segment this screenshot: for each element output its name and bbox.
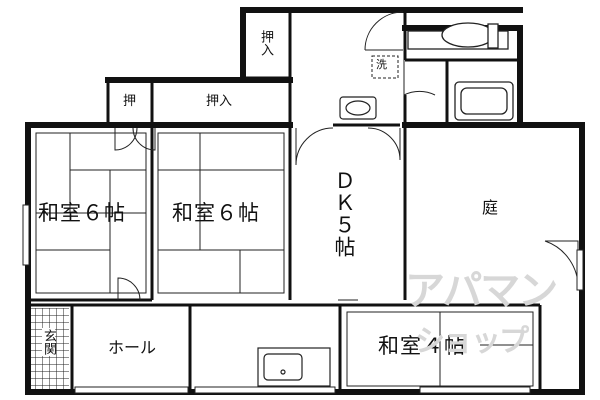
room-label-washitsu-center: 和室６帖	[172, 201, 260, 225]
oshiire-small-label: 押	[123, 94, 137, 109]
utility-walls	[333, 58, 520, 127]
oshiire-top-label: 押入	[258, 30, 273, 56]
washer-label: 洗	[376, 58, 387, 71]
washer-space	[371, 55, 399, 79]
tatami-center	[157, 132, 285, 294]
room-label-washitsu-left: 和室６帖	[38, 201, 126, 225]
tatami-4	[346, 311, 534, 387]
tatami-left	[35, 132, 147, 294]
toilet	[407, 22, 509, 50]
watermark-logo: アパマン ショップ	[405, 258, 558, 360]
bathtub	[454, 81, 514, 121]
watermark-line2: ショップ	[415, 324, 529, 359]
windows	[22, 204, 584, 394]
kitchen-sink	[257, 347, 331, 387]
watermark-line1: アパマン	[405, 268, 558, 314]
inner-walls	[28, 10, 542, 392]
washbasin	[339, 96, 377, 120]
room-label-genkan: 玄関	[41, 328, 56, 356]
room-label-dk: ＤＫ５帖	[332, 170, 356, 258]
room-label-hall: ホール	[108, 338, 157, 357]
oshiire-mid-label: 押入	[206, 94, 233, 109]
room-label-washitsu-4: 和室４帖	[378, 334, 466, 358]
room-label-niwa: 庭	[482, 198, 499, 217]
